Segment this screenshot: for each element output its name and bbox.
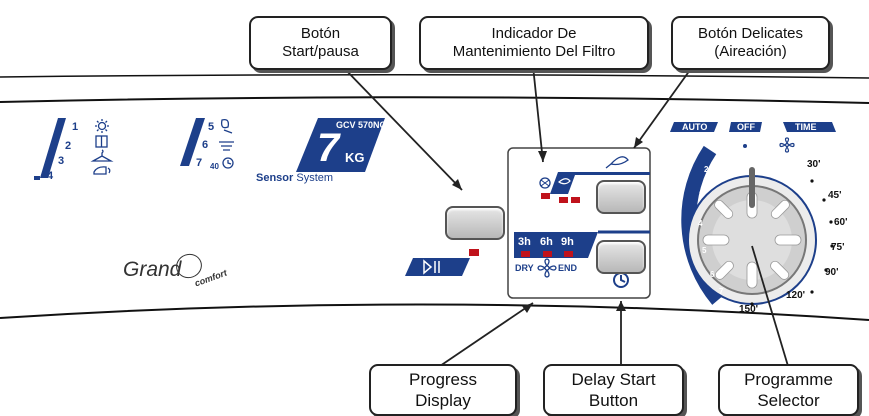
delicates-strip-icon bbox=[558, 178, 571, 185]
temperature-label: 40 bbox=[210, 162, 219, 171]
timer-icon bbox=[222, 157, 234, 169]
program-strip-left bbox=[40, 118, 66, 178]
dial-auto-number: 1 bbox=[716, 149, 721, 158]
capacity-badge bbox=[296, 118, 385, 172]
time-label: TIME bbox=[795, 122, 817, 132]
control-box bbox=[507, 147, 651, 299]
brand-logo: Grand bbox=[123, 258, 182, 281]
panel-top-line bbox=[0, 73, 869, 79]
delay-3h-label: 3h bbox=[518, 236, 531, 248]
off-tab bbox=[729, 122, 762, 132]
dial-auto-number: 3 bbox=[699, 190, 704, 199]
delicates-led bbox=[559, 197, 568, 203]
delay-9h-label: 9h bbox=[561, 236, 574, 248]
time-mark: 150' bbox=[739, 304, 759, 315]
filter-led bbox=[541, 193, 550, 199]
dial-auto-number: 5 bbox=[702, 246, 707, 255]
start-pause-led bbox=[469, 249, 479, 256]
off-label: OFF bbox=[737, 122, 755, 132]
program-number: 4 bbox=[47, 170, 54, 182]
capacity-unit: KG bbox=[345, 150, 365, 165]
hanger-icon bbox=[90, 149, 114, 162]
fan-icon bbox=[537, 258, 557, 278]
start-pause-plate bbox=[405, 258, 470, 276]
time-mark: 75' bbox=[831, 242, 845, 253]
capacity-number: 7 bbox=[317, 126, 340, 170]
delay-6h-led bbox=[543, 251, 552, 257]
filter-icon bbox=[539, 177, 551, 189]
auto-label: AUTO bbox=[682, 122, 708, 132]
callout-delicates: Botón Delicates (Aireación) bbox=[671, 16, 830, 70]
callout-filter-indicator: Indicador De Mantenimiento Del Filtro bbox=[419, 16, 649, 70]
panel-bottom-line bbox=[0, 303, 869, 321]
dial-auto-number: 7 bbox=[719, 287, 724, 296]
dial-auto-number: 4 bbox=[698, 219, 703, 228]
sun-icon bbox=[97, 121, 107, 131]
start-pause-button[interactable] bbox=[445, 206, 505, 240]
delicates-strip bbox=[550, 172, 650, 194]
dial-auto-number: 2 bbox=[704, 165, 709, 174]
iron-icon bbox=[93, 166, 111, 175]
program-strip-right bbox=[180, 118, 205, 166]
delay-3h-led bbox=[521, 251, 530, 257]
cotton-icon bbox=[219, 141, 234, 151]
callout-start-pause: Botón Start/pausa bbox=[249, 16, 392, 70]
time-mark: 30' bbox=[807, 159, 821, 170]
sensor-rest: System bbox=[293, 172, 334, 184]
delay-start-button[interactable] bbox=[596, 240, 646, 274]
time-tab bbox=[783, 122, 836, 132]
callout-progress-display: Progress Display bbox=[369, 364, 517, 416]
delay-strip bbox=[514, 232, 598, 258]
dial-fan-icon bbox=[779, 137, 795, 153]
sensor-bold: Sensor bbox=[256, 172, 294, 184]
callout-programme-selector: Programme Selector bbox=[718, 364, 859, 416]
panel-top-line-2 bbox=[0, 96, 869, 104]
wool-icon bbox=[220, 119, 233, 134]
model-label: GCV 570NC bbox=[336, 120, 387, 130]
delay-6h-label: 6h bbox=[540, 236, 553, 248]
feather-icon bbox=[605, 156, 629, 169]
play-pause-icon bbox=[423, 259, 433, 275]
program-number: 7 bbox=[196, 157, 203, 169]
end-label: END bbox=[558, 263, 578, 273]
dry-label: DRY bbox=[515, 263, 534, 273]
sensor-system-label: Sensor System bbox=[256, 172, 333, 184]
delicates-button[interactable] bbox=[596, 180, 646, 214]
program-number: 5 bbox=[208, 121, 215, 133]
time-mark: 120' bbox=[786, 290, 806, 301]
callout-delay-start: Delay Start Button bbox=[543, 364, 684, 416]
delay-9h-led bbox=[564, 251, 573, 257]
program-number: 3 bbox=[58, 155, 65, 167]
program-number: 6 bbox=[202, 139, 209, 151]
dial-auto-number: 6 bbox=[710, 270, 715, 279]
time-mark: 60' bbox=[834, 217, 848, 228]
auto-tab bbox=[670, 122, 718, 132]
time-mark: 45' bbox=[828, 190, 842, 201]
time-mark: 90' bbox=[825, 267, 839, 278]
program-number: 2 bbox=[65, 140, 72, 152]
program-number: 1 bbox=[72, 121, 79, 133]
delicates-led-2 bbox=[571, 197, 580, 203]
